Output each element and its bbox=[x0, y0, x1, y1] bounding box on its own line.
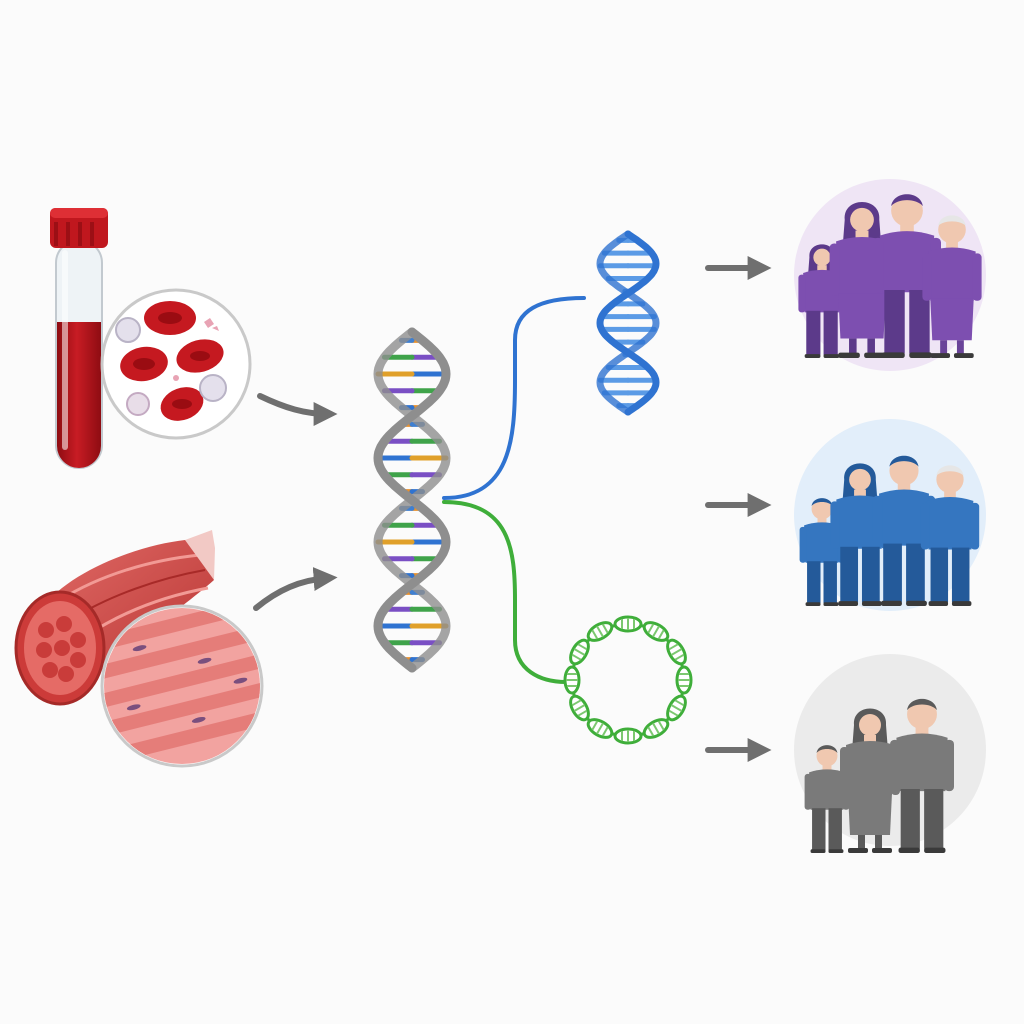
mitochondrial-dna-branch-line bbox=[442, 500, 568, 684]
blood-cells-magnifier-icon bbox=[100, 288, 252, 440]
nuclear-dna-branch-line bbox=[442, 296, 586, 500]
muscle-fibers-magnifier-icon bbox=[100, 604, 264, 768]
arrow-blood-to-dna bbox=[257, 393, 338, 426]
dna-double-helix-icon bbox=[373, 327, 451, 673]
blue-dna-helix-icon bbox=[596, 230, 660, 416]
blood-test-tube-icon bbox=[50, 208, 108, 469]
circular-dna-icon bbox=[563, 615, 693, 745]
other-family-group-icon bbox=[794, 654, 986, 853]
paternal-family-group-icon bbox=[794, 419, 986, 611]
maternal-family-group-icon bbox=[794, 179, 986, 371]
muscle-tissue-icon bbox=[14, 530, 215, 706]
arrow-muscle-to-dna bbox=[253, 567, 338, 611]
